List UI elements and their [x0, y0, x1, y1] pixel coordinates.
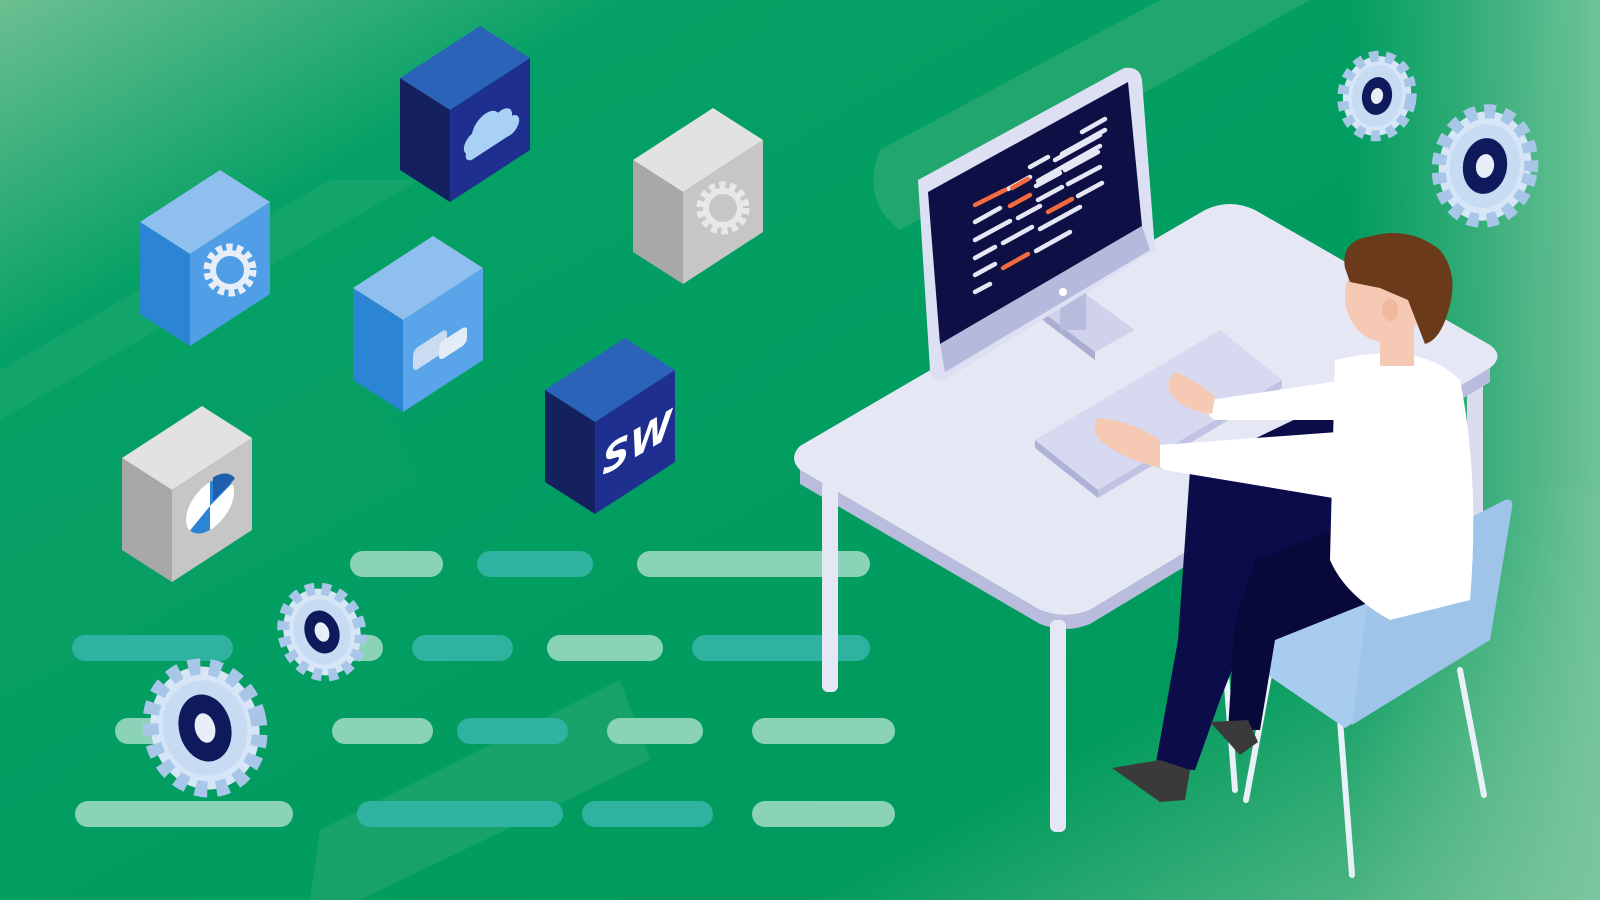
- gear-icon: [203, 243, 257, 297]
- chat-bubbles-icon: [413, 327, 467, 370]
- monitor-screen: [928, 82, 1142, 344]
- floating-gear-top-right-large: [1431, 104, 1539, 228]
- floating-gear-top-right-small: [1337, 50, 1417, 142]
- cube-gear-blue: [140, 170, 270, 346]
- cube-cloud: [400, 26, 530, 202]
- cube-pie-chart: [122, 406, 252, 582]
- code-on-screen: [972, 116, 1108, 295]
- cube-gear-gray: [633, 108, 763, 284]
- cloud-icon: [463, 108, 520, 161]
- hair: [1344, 233, 1453, 344]
- person: [1094, 233, 1474, 802]
- monitor: [918, 67, 1155, 381]
- gear-icon: [696, 181, 750, 235]
- floating-gear-large-left: [142, 658, 268, 798]
- cube-chat: [353, 236, 483, 412]
- floating-gear-small-left: [277, 582, 367, 682]
